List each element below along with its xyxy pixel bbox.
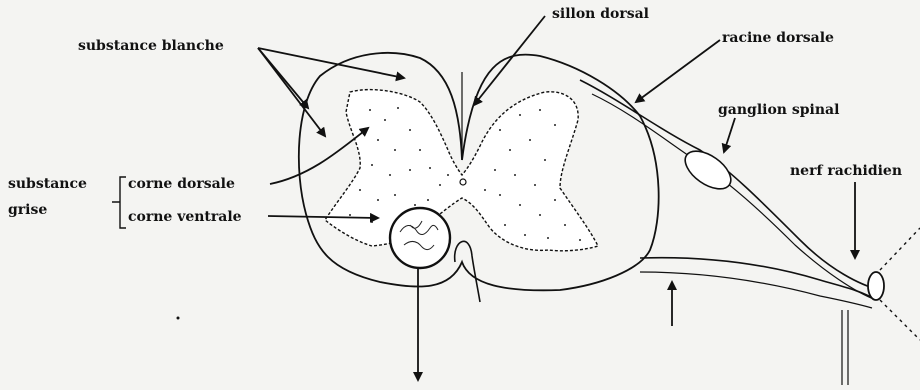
arrow-ganglion-spinal: [724, 118, 735, 152]
label-substance-blanche: substance blanche: [78, 38, 224, 54]
spinal-ganglion: [679, 144, 738, 197]
ventral-root: [640, 258, 876, 300]
spinal-nerve-end: [868, 272, 884, 300]
nerve-dotted-lower: [880, 300, 920, 340]
label-substance-grise-2: grise: [8, 202, 47, 218]
arrow-corne-dorsale: [270, 128, 368, 184]
label-substance-grise-1: substance: [8, 176, 87, 192]
motor-neuron-circle: [390, 208, 450, 268]
substance-grise-bracket: [112, 177, 126, 228]
arrow-sillon-dorsal: [474, 16, 545, 105]
label-sillon-dorsal: sillon dorsal: [552, 6, 649, 22]
arrow-racine-dorsale: [636, 40, 720, 102]
small-dot: [177, 317, 180, 320]
label-racine-dorsale: racine dorsale: [722, 30, 834, 46]
nerve-dotted-upper: [880, 228, 920, 270]
label-corne-dorsale: corne dorsale: [128, 176, 235, 192]
label-ganglion-spinal: ganglion spinal: [718, 102, 839, 118]
lower-right-lines: [842, 310, 848, 385]
label-nerf-rachidien: nerf rachidien: [790, 163, 902, 179]
label-corne-ventrale: corne ventrale: [128, 209, 242, 225]
